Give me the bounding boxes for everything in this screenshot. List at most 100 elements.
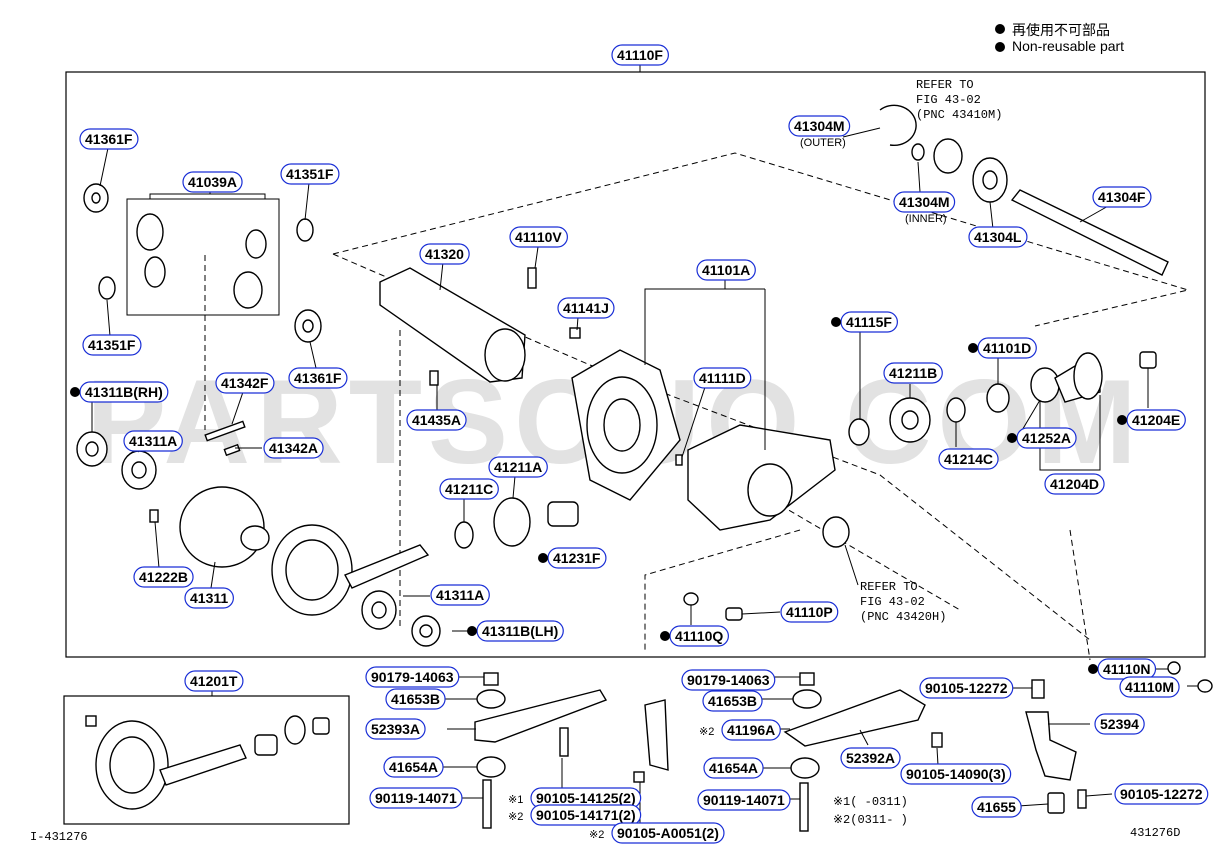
svg-text:41654A: 41654A	[709, 760, 758, 776]
svg-text:REFER TO: REFER TO	[860, 580, 918, 594]
part-label-41311a[interactable]: 41311A	[123, 430, 183, 452]
part-labels: 41361F 41039A 41351F 41351F 41361F 41311B(RH)…	[70, 44, 1209, 844]
svg-text:90105-14125(2): 90105-14125(2)	[536, 790, 636, 806]
part-label-41231f[interactable]: 41231F	[538, 547, 607, 569]
part-label-41351f[interactable]: 41351F	[280, 163, 340, 185]
part-label-41141j[interactable]: 41141J	[557, 297, 615, 319]
svg-text:90179-14063: 90179-14063	[687, 672, 770, 688]
part-label-41115f[interactable]: 41115F	[831, 311, 898, 333]
part-sublabel: (OUTER)	[800, 137, 846, 149]
part-label-41311a[interactable]: 41311A	[430, 584, 490, 606]
part-label-41361f[interactable]: 41361F	[79, 128, 139, 150]
part-label-41196a[interactable]: 41196A※2	[699, 719, 781, 741]
part-label-41351f[interactable]: 41351F	[82, 334, 142, 356]
part-label-41304l[interactable]: 41304L	[968, 226, 1028, 248]
svg-text:41110Q: 41110Q	[675, 628, 723, 644]
part-label-41110f[interactable]: 41110F	[611, 44, 669, 66]
svg-text:41201T: 41201T	[190, 673, 238, 689]
part-label-41655[interactable]: 41655	[971, 796, 1022, 818]
part-label-52394[interactable]: 52394	[1094, 713, 1145, 735]
part-label-41222b[interactable]: 41222B	[133, 566, 194, 588]
svg-text:90105-12272: 90105-12272	[925, 680, 1008, 696]
part-label-90119-14071[interactable]: 90119-14071	[697, 789, 791, 811]
svg-text:41141J: 41141J	[563, 300, 609, 316]
svg-text:41211B: 41211B	[889, 365, 937, 381]
svg-text:41211C: 41211C	[445, 481, 493, 497]
svg-text:41039A: 41039A	[188, 174, 237, 190]
svg-text:41361F: 41361F	[294, 370, 342, 386]
part-label-41111d[interactable]: 41111D	[693, 367, 752, 389]
part-label-90179-14063[interactable]: 90179-14063	[681, 669, 776, 691]
part-label-41361f[interactable]: 41361F	[288, 367, 348, 389]
part-label-90105-14125-2-[interactable]: 90105-14125(2)※1	[508, 787, 642, 809]
part-label-90105-14171-2-[interactable]: 90105-14171(2)※2	[508, 804, 642, 826]
refer-note-top: REFER TO FIG 43-02 (PNC 43410M)	[916, 78, 1002, 122]
main-assembly-frame	[65, 71, 1206, 658]
svg-text:41115F: 41115F	[846, 314, 892, 330]
part-label-41304m[interactable]: 41304M(OUTER)	[788, 115, 851, 149]
note-marker: ※2	[699, 726, 714, 738]
part-label-41304f[interactable]: 41304F	[1092, 186, 1152, 208]
part-label-41342f[interactable]: 41342F	[215, 372, 275, 394]
nonreusable-dot	[467, 626, 477, 636]
part-label-41342a[interactable]: 41342A	[263, 437, 324, 459]
svg-text:41311B(LH): 41311B(LH)	[482, 623, 558, 639]
part-label-41435a[interactable]: 41435A	[406, 409, 467, 431]
part-label-41110m[interactable]: 41110M	[1119, 676, 1180, 698]
refer-note-bottom: REFER TO FIG 43-02 (PNC 43420H)	[860, 580, 946, 624]
part-label-90105-14090-3-[interactable]: 90105-14090(3)	[900, 763, 1012, 785]
svg-text:41351F: 41351F	[286, 166, 334, 182]
part-label-52393a[interactable]: 52393A	[365, 718, 426, 740]
part-label-41204d[interactable]: 41204D	[1044, 473, 1105, 495]
svg-text:41342F: 41342F	[221, 375, 269, 391]
svg-text:41110V: 41110V	[515, 229, 562, 245]
part-label-41101d[interactable]: 41101D	[968, 337, 1037, 359]
part-label-90105-12272[interactable]: 90105-12272	[1114, 783, 1209, 805]
part-label-41654a[interactable]: 41654A	[703, 757, 764, 779]
legend-dot-en	[995, 42, 1005, 52]
part-label-41252a[interactable]: 41252A	[1007, 427, 1077, 449]
ring-pinion-kit-frame	[63, 695, 350, 825]
part-label-41311b-rh-[interactable]: 41311B(RH)	[70, 381, 169, 403]
part-label-41039a[interactable]: 41039A	[182, 171, 243, 193]
part-label-90105-a0051-2-[interactable]: 90105-A0051(2)※2	[589, 822, 725, 844]
legend-dot-jp	[995, 24, 1005, 34]
svg-text:41101A: 41101A	[702, 262, 750, 278]
svg-text:52393A: 52393A	[371, 721, 420, 737]
part-label-41110p[interactable]: 41110P	[780, 601, 839, 623]
part-label-41110q[interactable]: 41110Q	[660, 625, 729, 647]
figure-id-right: 431276D	[1130, 826, 1180, 840]
part-label-41211a[interactable]: 41211A	[488, 456, 548, 478]
nonreusable-dot	[660, 631, 670, 641]
part-label-41653b[interactable]: 41653B	[702, 690, 763, 712]
nonreusable-dot	[70, 387, 80, 397]
svg-text:41361F: 41361F	[85, 131, 133, 147]
part-label-90179-14063[interactable]: 90179-14063	[365, 666, 460, 688]
part-label-41311b-lh-[interactable]: 41311B(LH)	[467, 620, 564, 642]
part-label-41201t[interactable]: 41201T	[184, 670, 244, 692]
part-label-41211b[interactable]: 41211B	[883, 362, 943, 384]
part-label-41304m[interactable]: 41304M(INNER)	[893, 191, 956, 225]
svg-text:41435A: 41435A	[412, 412, 461, 428]
part-label-52392a[interactable]: 52392A	[840, 747, 901, 769]
svg-text:41653B: 41653B	[391, 691, 440, 707]
part-label-41101a[interactable]: 41101A	[696, 259, 756, 281]
part-label-90105-12272[interactable]: 90105-12272	[919, 677, 1014, 699]
part-label-41214c[interactable]: 41214C	[938, 448, 999, 470]
svg-text:41204E: 41204E	[1132, 412, 1180, 428]
part-label-41654a[interactable]: 41654A	[383, 756, 444, 778]
part-label-90119-14071[interactable]: 90119-14071	[369, 787, 463, 809]
part-label-41204e[interactable]: 41204E	[1117, 409, 1186, 431]
svg-text:FIG 43-02: FIG 43-02	[860, 595, 925, 609]
svg-text:41311: 41311	[190, 590, 228, 606]
nonreusable-dot	[1007, 433, 1017, 443]
part-label-41211c[interactable]: 41211C	[439, 478, 499, 500]
part-label-41653b[interactable]: 41653B	[385, 688, 446, 710]
svg-text:41110N: 41110N	[1103, 661, 1151, 677]
part-label-41110v[interactable]: 41110V	[509, 226, 568, 248]
part-label-41320[interactable]: 41320	[419, 243, 470, 265]
part-label-41311[interactable]: 41311	[184, 587, 234, 609]
part-label-41110n[interactable]: 41110N	[1088, 658, 1157, 680]
nonreusable-dot	[1117, 415, 1127, 425]
